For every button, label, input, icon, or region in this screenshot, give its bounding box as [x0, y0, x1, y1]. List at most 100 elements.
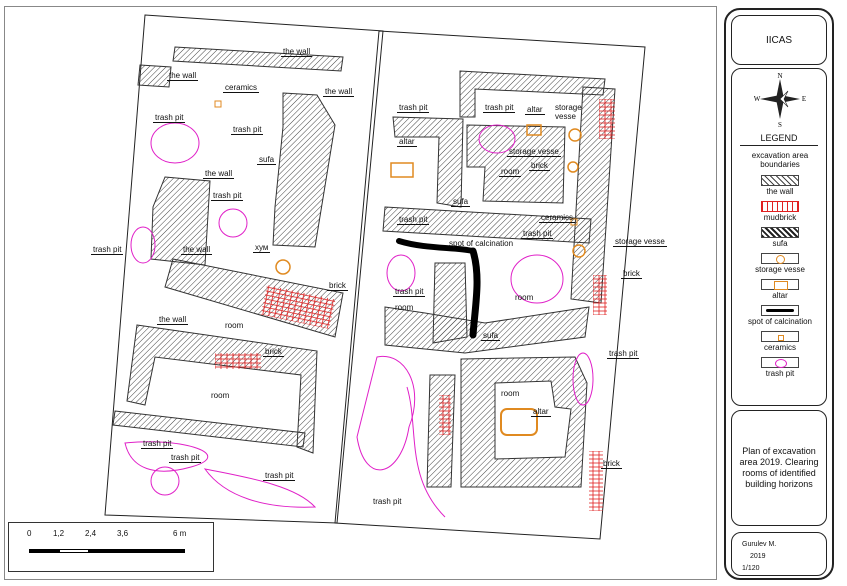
trash-pit — [478, 124, 516, 154]
south-room-interior — [494, 380, 572, 460]
plan-label: trash pit — [483, 103, 516, 113]
plan-label: trash pit — [373, 497, 402, 506]
plan-label: brick — [327, 281, 348, 291]
plan-label: хум — [253, 243, 271, 253]
organization-box: IICAS — [731, 15, 827, 65]
legend-item-mudbrick: mudbrick — [732, 201, 828, 222]
west-wall-segment — [137, 64, 172, 88]
plan-label: ceramics — [539, 213, 576, 223]
east-room-wall-west — [392, 116, 464, 208]
plan-label: trash pit — [397, 103, 430, 113]
ceramics — [214, 100, 222, 108]
legend-title: LEGEND — [760, 133, 798, 143]
plan-label: altar — [531, 407, 551, 417]
legend-item-sufa: sufa — [732, 227, 828, 248]
trash-pit — [572, 352, 594, 406]
scale-segment — [119, 549, 185, 553]
plan-description-box: Plan of excavation area 2019. Clearing r… — [731, 410, 827, 526]
storage-vessel — [567, 161, 579, 173]
trash-pit — [406, 386, 446, 518]
plan-label: brick — [601, 459, 622, 469]
trash-pit-swatch — [761, 357, 799, 368]
plan-label: trash pit — [231, 125, 264, 135]
scale-segment — [59, 549, 89, 553]
plan-label: the wall — [323, 87, 355, 97]
trash-pit — [130, 226, 156, 264]
scale-tick: 3,6 — [117, 529, 129, 538]
ceramics-swatch — [761, 331, 799, 342]
south-wall — [112, 410, 306, 448]
spot-of-calcination — [396, 238, 476, 254]
compass-east: E — [802, 95, 806, 103]
plan-label: sufa — [257, 155, 277, 165]
plan-label: brick — [263, 347, 284, 357]
compass-south: S — [778, 121, 782, 127]
mudbrick-area — [215, 353, 261, 369]
storage-vessel — [275, 259, 291, 275]
spot-of-calcination — [469, 247, 481, 339]
plan-label: trash pit — [91, 245, 124, 255]
legend-item-ceramics: ceramics — [732, 331, 828, 352]
plan-label: brick — [621, 269, 642, 279]
drawing-stamp: Gurulev M. 2019 1/120 — [731, 532, 827, 576]
plan-label: altar — [525, 105, 545, 115]
room-wall — [126, 324, 318, 454]
scale-tick: 0 — [27, 529, 32, 538]
legend-item-calcination: spot of calcination — [732, 305, 828, 326]
mudbrick-swatch — [761, 201, 799, 212]
plan-label: the wall — [181, 245, 213, 255]
compass-west: W — [754, 95, 761, 103]
plan-label: storage vesse — [613, 237, 667, 247]
legend-item-storage-vessel: storage vesse — [732, 253, 828, 274]
mudbrick-area — [599, 99, 615, 139]
legend-item-altar: altar — [732, 279, 828, 300]
scale-tick: 2,4 — [85, 529, 97, 538]
plan-label: trash pit — [521, 229, 554, 239]
mudbrick-area — [589, 451, 603, 511]
legend-label: mudbrick — [763, 213, 797, 222]
altar-swatch — [761, 279, 799, 290]
legend-divider — [740, 145, 818, 146]
cross-wall — [382, 206, 592, 244]
trash-pit — [124, 441, 208, 472]
plan-label: ceramics — [223, 83, 260, 93]
north-wall — [172, 46, 344, 72]
legend-label: excavation area boundaries — [751, 151, 809, 169]
legend-label: altar — [772, 291, 788, 300]
plan-label: the wall — [167, 71, 199, 81]
plan-label: altar — [397, 137, 417, 147]
legend-item-boundaries: excavation area boundaries — [732, 151, 828, 169]
scale-segment — [89, 549, 119, 553]
trash-pit — [203, 468, 317, 508]
plan-label: sufa — [451, 197, 471, 207]
legend-label: trash pit — [765, 369, 795, 378]
title-block: IICAS N S E W LEGEND excavation area bou… — [724, 8, 834, 580]
plan-label: storage vesse — [507, 147, 561, 157]
stamp-year: 2019 — [750, 553, 766, 560]
plan-label: brick — [529, 161, 550, 171]
trash-pit — [386, 254, 416, 292]
scale-tick: 6 m — [173, 529, 187, 538]
trash-pit — [150, 122, 200, 164]
east-area-boundary — [334, 30, 646, 540]
storage-vessel — [568, 128, 582, 142]
plan-label: trash pit — [263, 471, 296, 481]
east-room-wall-north — [459, 70, 606, 118]
excavation-plan — [104, 14, 646, 540]
legend-label: sufa — [772, 239, 788, 248]
scale-tick: 1,2 — [53, 529, 65, 538]
plan-label: spot of calcination — [449, 239, 514, 248]
plan-label: trash pit — [393, 287, 426, 297]
plan-label: room — [499, 167, 522, 177]
compass-north: N — [777, 72, 782, 80]
mudbrick-area — [593, 275, 607, 315]
compass-rose-icon: N S E W — [754, 72, 806, 127]
plan-label: trash pit — [169, 453, 202, 463]
legend-item-wall: the wall — [732, 175, 828, 196]
plan-label: the wall — [157, 315, 189, 325]
plan-label: trash pit — [397, 215, 430, 225]
plan-label: room — [211, 391, 230, 400]
plan-label: the wall — [203, 169, 235, 179]
plan-label: sufa — [481, 331, 501, 341]
legend-label: storage vesse — [755, 265, 805, 274]
